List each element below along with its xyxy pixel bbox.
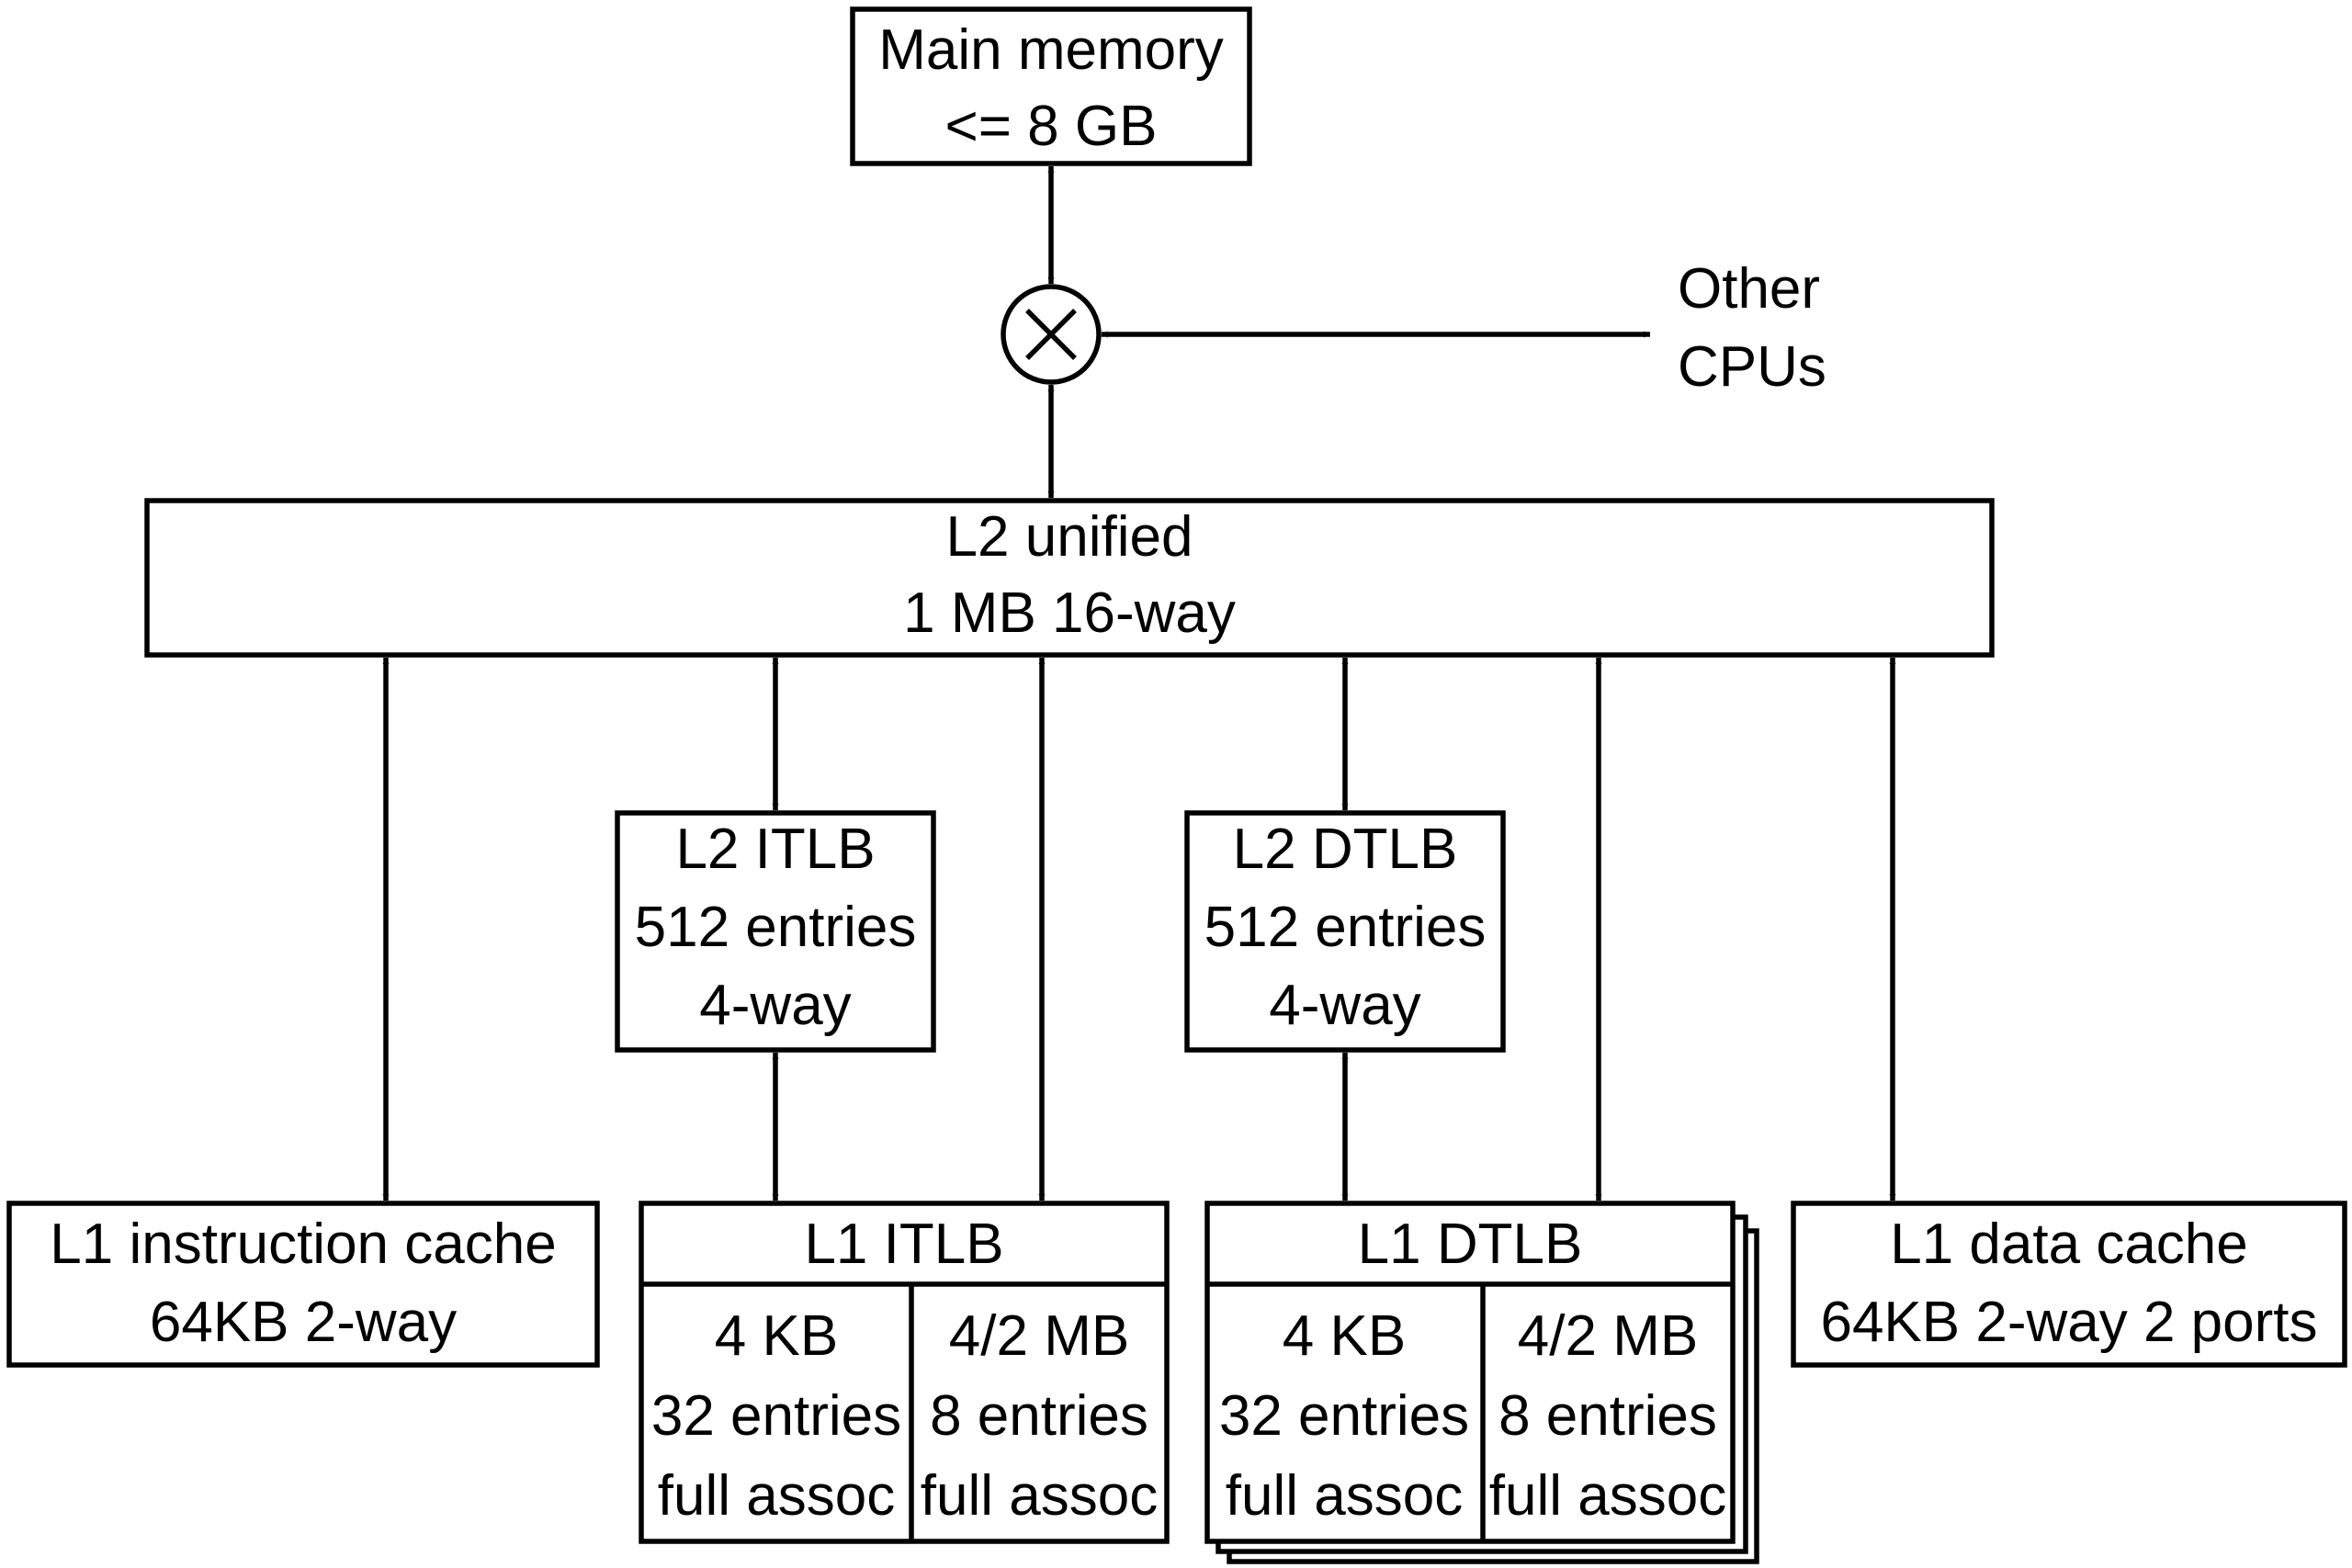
l2-dtlb-assoc: 4-way: [1269, 974, 1420, 1037]
l2-itlb-assoc: 4-way: [699, 974, 851, 1037]
l1-itlb-4-2mb-page: 4/2 MB: [949, 1304, 1129, 1368]
l1-dtlb-4-2mb-page: 4/2 MB: [1518, 1304, 1698, 1368]
main-memory-title: Main memory: [878, 18, 1224, 82]
main-memory-size: <= 8 GB: [945, 95, 1158, 158]
l2-unified-box: L2 unified 1 MB 16-way: [144, 498, 1995, 658]
l1-dtlb-4kb-assoc: full assoc: [1226, 1464, 1463, 1528]
l1-itlb-box: L1 ITLB 4 KB 32 entries full assoc 4/2 M…: [639, 1201, 1170, 1544]
l1-instruction-cache-box: L1 instruction cache 64KB 2-way: [6, 1201, 600, 1368]
l2-unified-spec: 1 MB 16-way: [903, 581, 1236, 645]
l1-dtlb-4-2mb-entries: 8 entries: [1498, 1384, 1717, 1448]
other-cpus-label-line1: Other: [1678, 257, 1820, 321]
l1-dcache-title: L1 data cache: [1890, 1213, 2248, 1276]
other-cpus-label-line2: CPUs: [1678, 335, 1826, 399]
l1-dtlb-title: L1 DTLB: [1358, 1213, 1583, 1276]
l2-itlb-box: L2 ITLB 512 entries 4-way: [615, 810, 936, 1053]
l2-dtlb-title: L2 DTLB: [1233, 818, 1458, 881]
l1-dtlb-4-2mb-assoc: full assoc: [1489, 1464, 1726, 1528]
l2-unified-title: L2 unified: [946, 505, 1193, 569]
l2-itlb-entries: 512 entries: [635, 896, 917, 959]
l1-dtlb-4kb-page: 4 KB: [1283, 1304, 1406, 1368]
l1-itlb-4kb-page: 4 KB: [715, 1304, 838, 1368]
l1-dtlb-box: L1 DTLB 4 KB 32 entries full assoc 4/2 M…: [1204, 1201, 1759, 1564]
l1-itlb-4kb-entries: 32 entries: [651, 1384, 901, 1448]
l1-itlb-4kb-assoc: full assoc: [658, 1464, 895, 1528]
l2-itlb-title: L2 ITLB: [675, 818, 875, 881]
crossbar-switch-icon: [1001, 284, 1102, 385]
l2-dtlb-box: L2 DTLB 512 entries 4-way: [1184, 810, 1506, 1053]
l1-itlb-4-2mb-entries: 8 entries: [930, 1384, 1148, 1448]
l1-dcache-spec: 64KB 2-way 2 ports: [1820, 1291, 2317, 1354]
l1-icache-spec: 64KB 2-way: [150, 1291, 457, 1354]
l2-dtlb-entries: 512 entries: [1204, 896, 1487, 959]
l1-itlb-4-2mb-assoc: full assoc: [921, 1464, 1158, 1528]
l1-icache-title: L1 instruction cache: [50, 1213, 556, 1276]
main-memory-box: Main memory <= 8 GB: [850, 6, 1252, 166]
l1-dtlb-4kb-entries: 32 entries: [1219, 1384, 1469, 1448]
l1-data-cache-box: L1 data cache 64KB 2-way 2 ports: [1791, 1201, 2347, 1368]
l1-itlb-title: L1 ITLB: [804, 1213, 1003, 1276]
